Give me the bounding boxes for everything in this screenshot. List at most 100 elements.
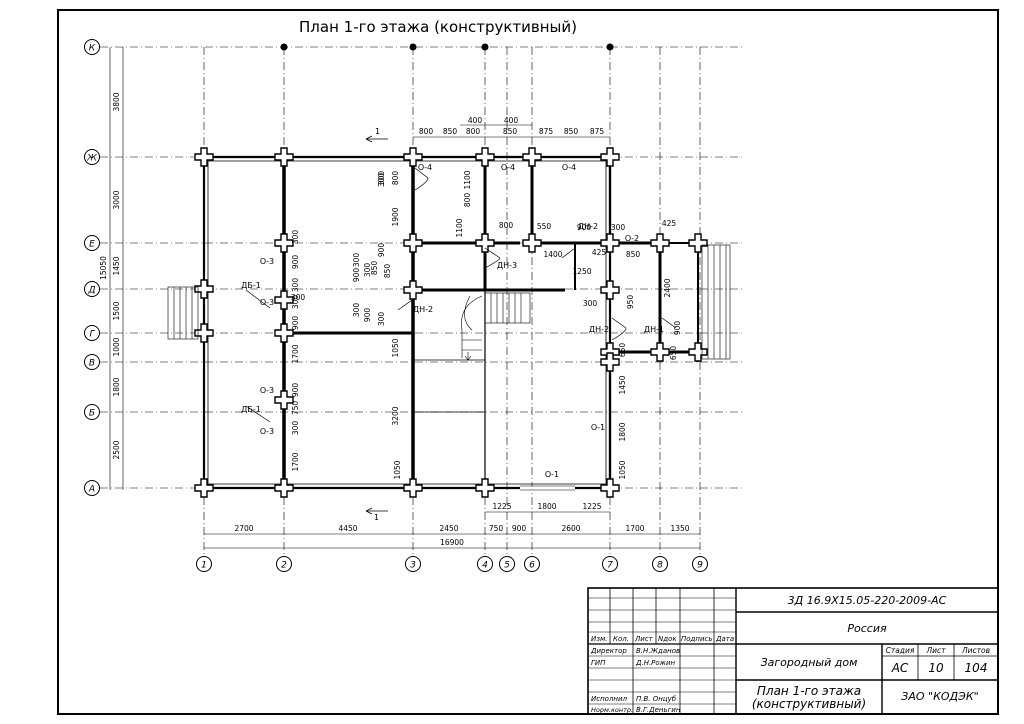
wall-junction (522, 233, 542, 253)
wall-junction (600, 352, 620, 372)
svg-text:6: 6 (529, 561, 535, 571)
wall-junction (475, 233, 495, 253)
tb-h-data: Дата (715, 635, 734, 643)
element-label: О-4 (418, 163, 432, 172)
svg-text:1: 1 (201, 561, 207, 571)
misc-dim: 300 (291, 278, 300, 293)
row-axis-8: А (84, 480, 100, 496)
tb-company: ЗАО "КОДЭК" (901, 690, 978, 703)
top-dim: 875 (539, 127, 554, 136)
row-axis-3: Е (84, 235, 100, 251)
wall-junction (403, 233, 423, 253)
row-axis-5: Г (84, 325, 100, 341)
row-axis-4: Д (84, 281, 100, 297)
misc-dim: 300 (377, 173, 386, 188)
row-axis-1: К (84, 39, 100, 55)
inner-bottom-dim: 1800 (537, 502, 556, 511)
left-dim: 2500 (112, 440, 121, 459)
element-label: ДН-3 (497, 261, 517, 270)
tb-project: Загородный дом (761, 656, 858, 669)
inner-bottom-dim: 1225 (492, 502, 511, 511)
tb-r4-name: В.Г.Деньгин (636, 706, 681, 714)
element-label: О-1 (545, 470, 559, 479)
wall-junction (688, 342, 708, 362)
wall-junction (688, 233, 708, 253)
misc-dim: 1900 (391, 207, 400, 226)
misc-dim: 850 (626, 250, 641, 259)
tb-h-izm: Изм. (591, 635, 607, 643)
wall-junction (274, 147, 294, 167)
element-label: О-3 (260, 257, 274, 266)
col-axis-9: 9 (692, 556, 708, 572)
wall-junction (650, 233, 670, 253)
wall-junction (475, 147, 495, 167)
misc-dim: 650 (669, 346, 678, 361)
svg-text:4: 4 (482, 561, 488, 571)
misc-dim: 1700 (291, 452, 300, 471)
misc-dim: 1400 (543, 250, 562, 259)
misc-dim: 900 (291, 383, 300, 398)
tb-country: Россия (847, 622, 887, 635)
misc-dim: 425 (592, 248, 607, 257)
misc-dim: 900 (377, 243, 386, 258)
misc-dim: 300 (377, 312, 386, 327)
element-label: О-3 (260, 298, 274, 307)
misc-dim: 1050 (618, 460, 627, 479)
tb-r1-name: В.Н.Жданов (636, 647, 680, 655)
misc-dim: 650 (618, 343, 627, 358)
element-label: ДБ-1 (241, 281, 261, 290)
row-axis-7: Б (84, 404, 100, 420)
wall-junction (403, 280, 423, 300)
left-dim: 1500 (112, 301, 121, 320)
svg-text:Б: Б (89, 409, 95, 419)
dimension-lines (109, 47, 700, 549)
tb-lists-header: Листов (961, 646, 990, 655)
tb-r1-role: Директор (590, 647, 627, 655)
porch-steps-left (167, 286, 199, 340)
tb-r4-role: Норм.контр. (591, 706, 633, 714)
col-axis-6: 6 (524, 556, 540, 572)
bottom-dim: 900 (512, 524, 527, 533)
outer-wall-inner (207, 160, 607, 485)
top-dim: 850 (564, 127, 579, 136)
tb-r2-role: ГИП (591, 659, 606, 667)
element-label: О-3 (260, 386, 274, 395)
misc-dim: 750 (291, 401, 300, 416)
svg-text:Г: Г (89, 330, 95, 340)
misc-dim: 900 (577, 223, 592, 232)
wall-junction (274, 233, 294, 253)
left-dim: 3000 (112, 190, 121, 209)
wall-junction (600, 478, 620, 498)
misc-dim: 300 (291, 421, 300, 436)
left-dim: 3800 (112, 92, 121, 111)
svg-text:8: 8 (657, 561, 663, 571)
element-label: О-3 (260, 427, 274, 436)
top-dim: 875 (590, 127, 605, 136)
top-dim: 800 (419, 127, 434, 136)
bottom-dim: 1350 (670, 524, 689, 533)
wall-junction (650, 342, 670, 362)
tb-h-kol: Кол. (613, 635, 629, 643)
top-dim: 800 (466, 127, 481, 136)
wall-junction (274, 323, 294, 343)
tb-h-ndok: Nдок (658, 635, 677, 643)
bottom-total-dim: 16900 (440, 538, 464, 547)
element-label: О-2 (625, 234, 639, 243)
top-dim: 850 (443, 127, 458, 136)
top-dim: 400 (504, 116, 519, 125)
col-axis-3: 3 (405, 556, 421, 572)
tb-r2-name: Д.Н.Рожин (635, 659, 676, 667)
misc-dim: 300 (352, 303, 361, 318)
bottom-dim: 1700 (625, 524, 644, 533)
porch-steps-right (701, 244, 731, 360)
tb-code: 3Д 16.9Х15.05-220-2009-АС (788, 594, 947, 607)
grid-lines (100, 46, 745, 560)
left-dim: 1800 (112, 377, 121, 396)
wall-junction (274, 290, 294, 310)
walls (202, 155, 700, 491)
misc-dim: 900 (363, 308, 372, 323)
misc-dim: 1050 (391, 338, 400, 357)
